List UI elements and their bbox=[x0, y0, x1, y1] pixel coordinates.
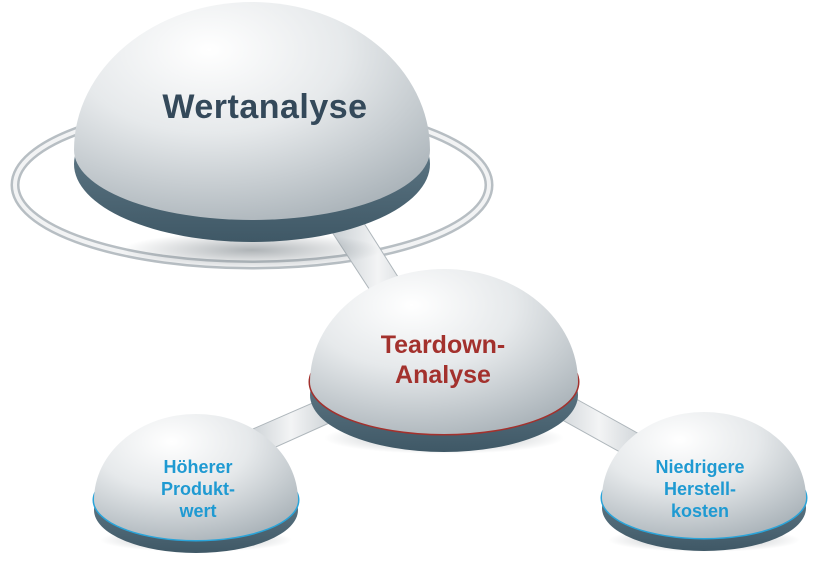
node-label-line: wert bbox=[179, 501, 217, 521]
node-label-niedrigere-herstellkosten: Niedrigere Herstell- kosten bbox=[600, 456, 800, 522]
node-label-line: kosten bbox=[670, 501, 730, 521]
node-label-wertanalyse: Wertanalyse bbox=[100, 88, 430, 127]
node-label-line: Wertanalyse bbox=[162, 88, 368, 126]
dome-left bbox=[92, 414, 300, 553]
node-label-line: Niedrigere bbox=[655, 457, 745, 477]
dome-right bbox=[600, 412, 808, 552]
node-label-line: Herstell- bbox=[663, 479, 737, 499]
node-label-teardown-analyse: Teardown- Analyse bbox=[318, 330, 568, 390]
dome-center bbox=[308, 269, 580, 454]
node-label-line: Höherer bbox=[163, 457, 233, 477]
dome-main bbox=[74, 2, 430, 268]
node-label-line: Teardown- bbox=[380, 331, 506, 359]
node-label-hoeherer-produktwert: Höherer Produkt- wert bbox=[118, 456, 278, 522]
node-label-line: Analyse bbox=[395, 361, 491, 389]
node-label-line: Produkt- bbox=[161, 479, 235, 499]
